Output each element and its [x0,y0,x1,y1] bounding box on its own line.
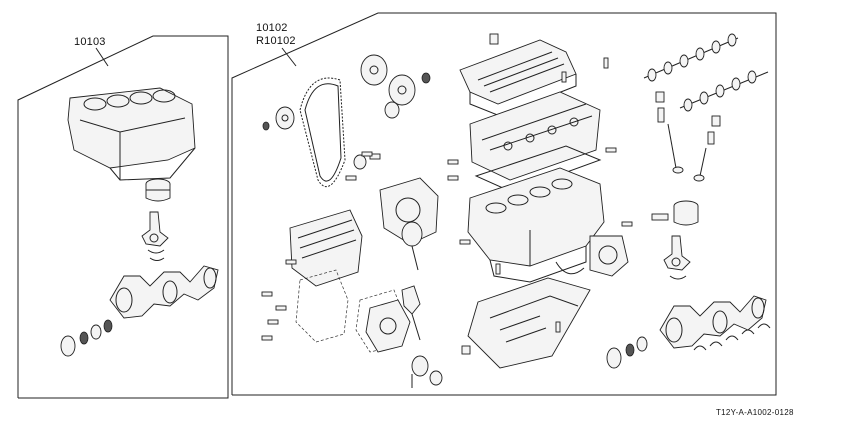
short-block-pulley-seals [60,319,113,357]
oil-pump [365,299,411,353]
head-gasket [474,145,602,193]
short-block-frame [17,35,229,399]
long-block-crankshaft [659,295,767,349]
water-pump [401,221,423,271]
long-block-frame [231,12,777,396]
camshaft-exhaust [679,70,769,112]
camshaft-intake [643,33,739,82]
timing-belt [299,77,346,188]
bolts [261,57,633,355]
leader-line-10103 [95,47,109,67]
timing-cover-upper [379,177,439,245]
timing-cover-gaskets [295,269,405,353]
figure-code: T12Y-A-A1002-0128 [716,408,794,417]
short-block-crankshaft [109,265,219,319]
long-block-piston [651,200,699,226]
valves-and-springs [655,91,721,182]
valve-cover [459,33,577,117]
crank-pulley [411,355,443,388]
main-bearings [693,323,771,351]
long-block-pulley-seals [606,336,648,369]
tensioner-pulley [262,106,295,131]
short-block-cylinder-block [67,87,196,181]
oil-strainer [401,285,421,341]
long-block-connecting-rod [663,235,691,280]
leader-line-10102 [281,47,297,67]
rear-seal-housing [555,235,629,277]
engine-block [467,167,605,283]
label-10102: 10102 [256,22,288,34]
cam-sprockets [360,54,431,119]
short-block-bearings [147,249,165,261]
label-r10102: R10102 [256,35,296,47]
short-block-piston [145,178,171,202]
label-10103: 10103 [74,36,106,48]
oil-pan [467,277,591,369]
short-block-connecting-rod [141,211,169,247]
cylinder-head [469,91,601,181]
timing-cover-front [289,209,363,287]
crank-sprocket [353,153,381,170]
